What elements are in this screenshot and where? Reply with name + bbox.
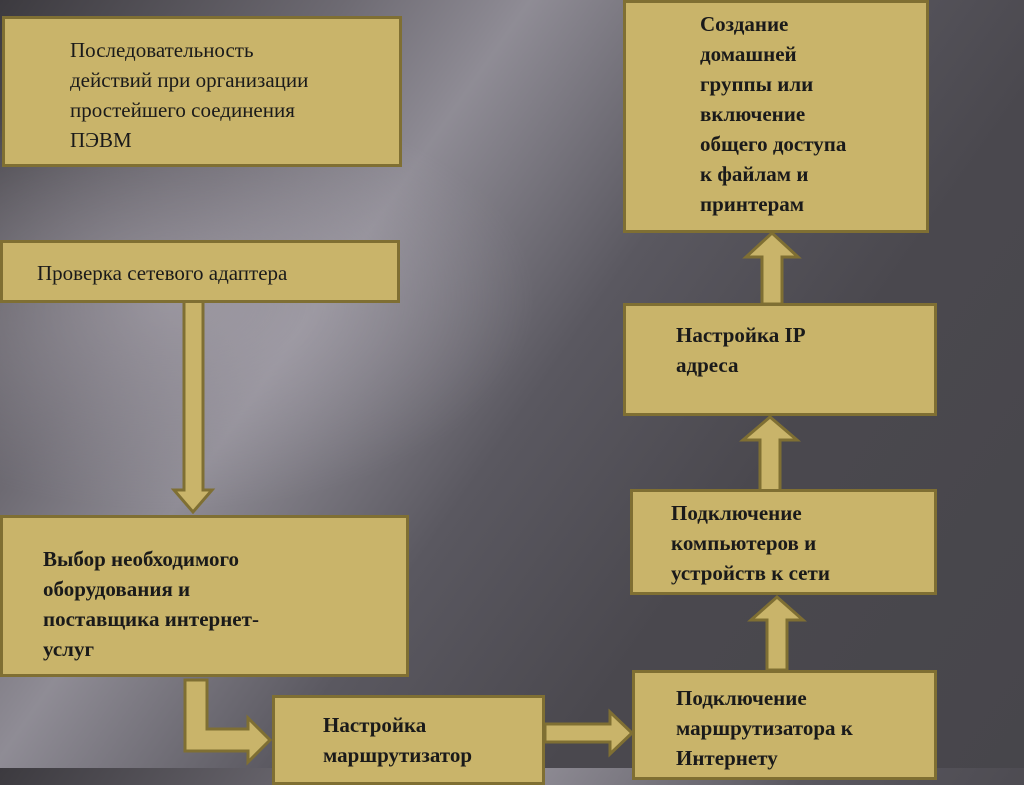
box-devices-connect: Подключение компьютеров и устройств к се… [630, 489, 937, 595]
box-homegroup: Создание домашней группы или включение о… [623, 0, 929, 233]
equipment-choice-text: Выбор необходимого оборудования и постав… [43, 547, 259, 661]
box-equipment-choice: Выбор необходимого оборудования и постав… [0, 515, 409, 677]
arrow-up-ip-to-homegroup [742, 230, 802, 306]
arrow-down-adapter-to-equipment [170, 298, 216, 515]
adapter-check-text: Проверка сетевого адаптера [37, 261, 288, 285]
box-sequence-title: Последовательность действий при организа… [2, 16, 402, 167]
ip-setup-text: Настройка IP адреса [676, 323, 806, 377]
sequence-title-text: Последовательность действий при организа… [70, 38, 309, 152]
router-internet-text: Подключение маршрутизатора к Интернету [676, 686, 853, 770]
arrow-up-devices-to-ip [738, 415, 802, 494]
homegroup-text: Создание домашней группы или включение о… [700, 12, 847, 216]
arrow-bent-equipment-to-router-setup [183, 678, 273, 766]
box-ip-setup: Настройка IP адреса [623, 303, 937, 416]
flow-arrows [170, 230, 807, 766]
box-router-internet: Подключение маршрутизатора к Интернету [632, 670, 937, 780]
box-router-setup: Настройка маршрутизатор [272, 695, 545, 785]
arrow-right-router-setup-to-router-connect [543, 708, 635, 758]
router-setup-text: Настройка маршрутизатор [323, 713, 472, 767]
box-adapter-check: Проверка сетевого адаптера [0, 240, 400, 303]
devices-connect-text: Подключение компьютеров и устройств к се… [671, 501, 830, 585]
arrow-up-router-connect-to-devices [747, 594, 807, 672]
